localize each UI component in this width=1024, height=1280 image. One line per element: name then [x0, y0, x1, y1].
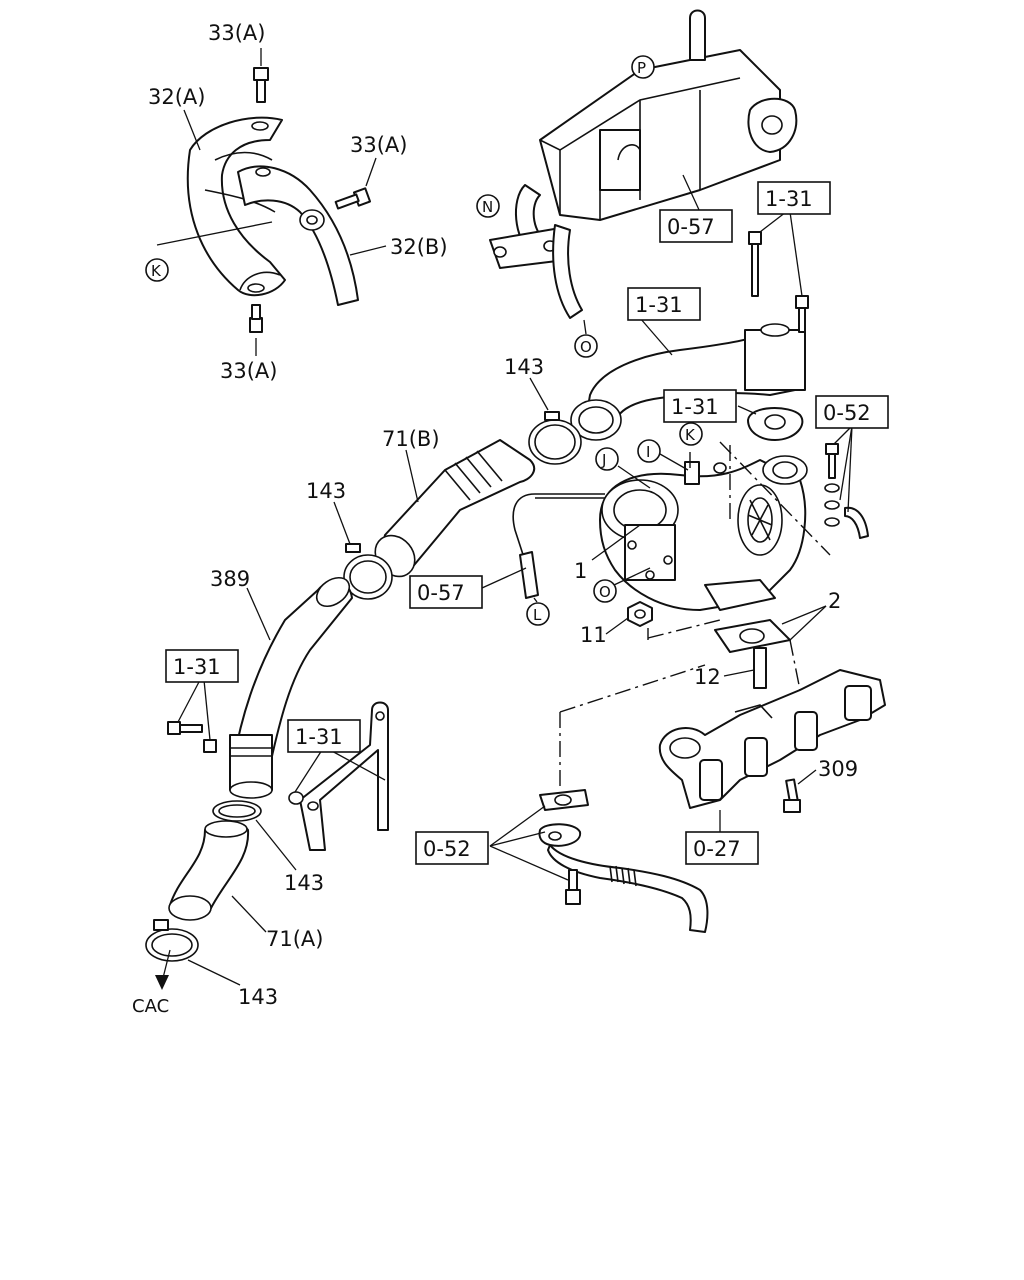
ref-box-1-31-c — [663, 389, 737, 423]
label-cac: CAC — [132, 996, 169, 1017]
label-309: 309 — [818, 757, 858, 781]
label-143-a: 143 — [504, 355, 544, 379]
ref-box-0-52-b — [415, 831, 489, 865]
heat-shield-assembly — [156, 48, 387, 356]
cac-arrow — [155, 949, 171, 990]
callout-i: I — [646, 443, 650, 461]
heat-shield-32b — [237, 165, 359, 306]
callout-l: L — [533, 606, 542, 624]
ref-box-0-52-a — [815, 395, 889, 429]
hose-clamp-143-d — [145, 919, 241, 986]
ref-box-1-31-e — [287, 719, 361, 753]
label-389: 389 — [210, 567, 250, 591]
label-2: 2 — [828, 589, 841, 613]
ref-box-1-31-b — [627, 287, 701, 321]
label-0-57-top: 0-57 — [667, 215, 715, 239]
label-33a-mid: 33(A) — [350, 133, 407, 157]
label-11: 11 — [580, 623, 607, 647]
bolt-33a-bottom — [249, 317, 263, 333]
exhaust-manifold — [658, 669, 886, 832]
intake-pipe-389 — [229, 576, 353, 799]
callout-j: J — [601, 451, 606, 469]
turbocharger — [512, 441, 831, 611]
pipe-bracket — [288, 701, 389, 851]
label-143-c: 143 — [284, 871, 324, 895]
hose-clamp-143-b — [333, 501, 393, 600]
ref-box-1-31-d — [165, 649, 239, 683]
egr-cooler — [489, 9, 798, 335]
label-1-31-c: 1-31 — [671, 395, 719, 419]
egr-pipe-lower — [489, 664, 709, 933]
label-71a: 71(A) — [266, 927, 323, 951]
label-143-d: 143 — [238, 985, 278, 1009]
label-32b: 32(B) — [390, 235, 448, 259]
bolts-1-31-d — [167, 679, 217, 753]
bolts-0-52-a — [824, 425, 869, 539]
callout-p: P — [637, 59, 646, 77]
label-33a-top: 33(A) — [208, 21, 265, 45]
ref-box-0-57-mid — [409, 575, 483, 609]
label-0-57-mid: 0-57 — [417, 581, 465, 605]
callout-o-top: O — [580, 338, 592, 356]
bolt-33a-top — [253, 67, 269, 81]
label-1-31-a: 1-31 — [765, 187, 813, 211]
heat-shield-32a — [186, 116, 286, 297]
ref-box-1-31-a — [757, 181, 831, 215]
turbo-outlet-pipe — [570, 317, 806, 441]
label-143-b: 143 — [306, 479, 346, 503]
hose-clamp-143-a — [528, 377, 582, 465]
label-12: 12 — [694, 665, 721, 689]
label-1-31-e: 1-31 — [295, 725, 343, 749]
callout-o-mid: O — [599, 583, 611, 601]
callout-k-left: K — [151, 262, 162, 280]
callout-k-mid: K — [685, 426, 696, 444]
intake-hose-71a — [168, 820, 267, 933]
label-1-31-d: 1-31 — [173, 655, 221, 679]
label-32a: 32(A) — [148, 85, 205, 109]
ref-box-0-57-top — [659, 209, 733, 243]
bolts-1-31-a — [748, 211, 809, 333]
label-1: 1 — [574, 559, 587, 583]
label-71b: 71(B) — [382, 427, 440, 451]
label-0-27: 0-27 — [693, 837, 741, 861]
intake-hose-71b — [374, 439, 536, 578]
callout-n: N — [482, 198, 493, 216]
label-33a-bottom: 33(A) — [220, 359, 277, 383]
turbo-mounting-hardware — [605, 601, 827, 691]
label-0-52-a: 0-52 — [823, 401, 871, 425]
ref-box-0-27 — [685, 831, 759, 865]
hose-clamp-143-c — [212, 800, 297, 871]
label-1-31-b: 1-31 — [635, 293, 683, 317]
label-0-52-b: 0-52 — [423, 837, 471, 861]
